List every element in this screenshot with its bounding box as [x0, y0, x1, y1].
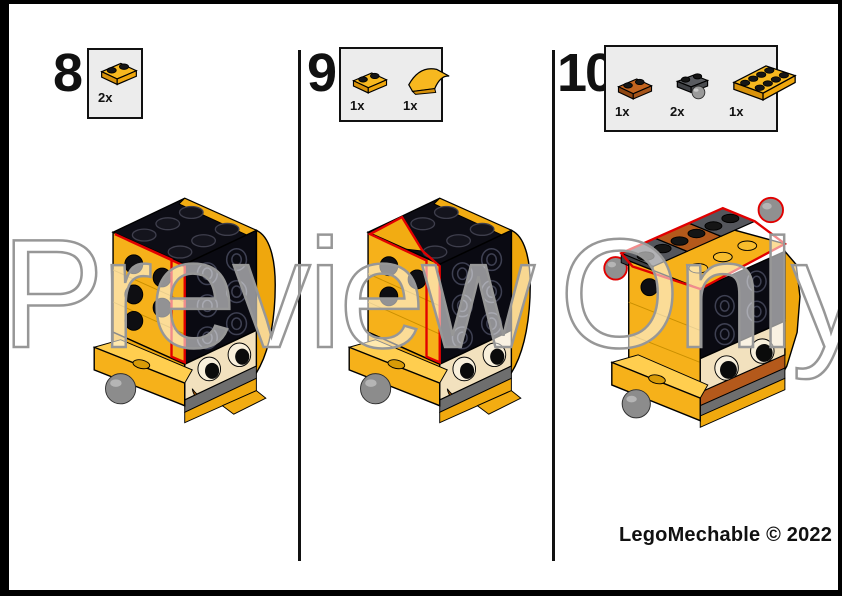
- plate-2x4-yellow-icon: [729, 56, 801, 102]
- part-quantity: 1x: [350, 98, 365, 113]
- step-8-model-render: [92, 197, 276, 424]
- plate-1x2-yellow-icon: [350, 58, 390, 96]
- part-entry: 2x: [98, 59, 140, 104]
- plate-1x2-orange-icon: [615, 56, 655, 102]
- part-entry: 2x: [670, 56, 714, 118]
- step-9-parts-callout: 1x 1x: [339, 47, 450, 122]
- plate-1x2-yellow-icon: [98, 59, 140, 88]
- part-entry: 1x: [615, 56, 655, 118]
- part-entry: 1x: [403, 58, 453, 112]
- part-entry: 1x: [729, 56, 801, 118]
- new-parts-highlight: [619, 206, 788, 291]
- new-parts-highlight: [114, 233, 186, 365]
- column-divider-2: [552, 50, 555, 561]
- step-9-model-render: [347, 197, 531, 424]
- step-8-parts-callout: 2x: [87, 48, 143, 119]
- slope-curved-2x2-yellow-icon: [403, 58, 453, 96]
- part-quantity: 2x: [670, 104, 685, 119]
- part-entry: 1x: [350, 58, 390, 112]
- column-divider-1: [298, 50, 301, 561]
- part-quantity: 1x: [403, 98, 418, 113]
- new-parts-highlight: [367, 215, 441, 365]
- step-9-number: 9: [307, 43, 337, 103]
- step-10-parts-callout: 1x 2x: [604, 45, 797, 132]
- footer-credit: LegoMechable © 2022: [619, 524, 833, 546]
- part-quantity: 1x: [729, 104, 744, 119]
- part-quantity: 1x: [615, 104, 630, 119]
- step-8-number: 8: [53, 43, 83, 103]
- plate-1x2-towball-dark-gray-icon: [670, 56, 714, 102]
- part-quantity: 2x: [98, 90, 113, 105]
- step-10-model-render: [603, 196, 801, 429]
